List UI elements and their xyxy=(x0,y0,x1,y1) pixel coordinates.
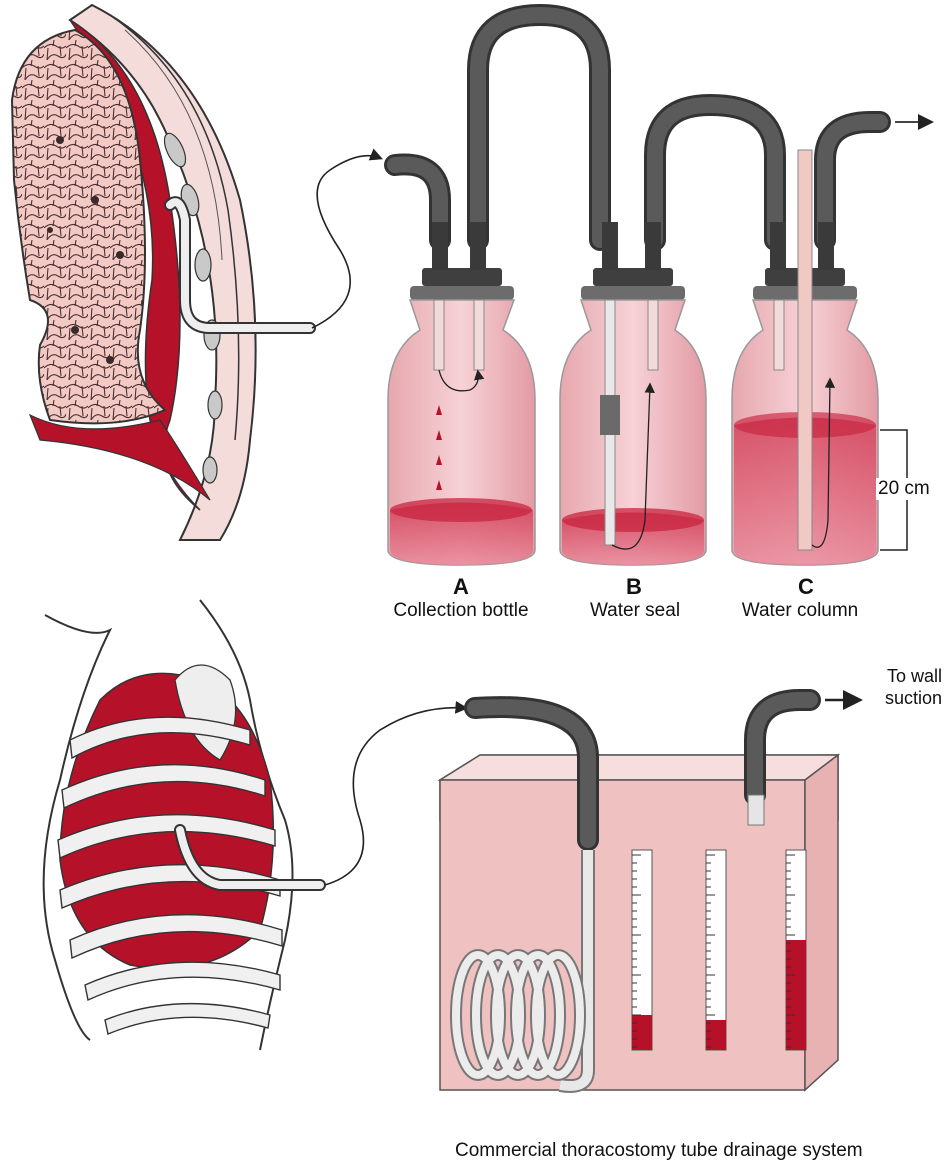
gauge-column-3 xyxy=(786,850,806,1050)
measurement-label: 20 cm xyxy=(876,478,932,500)
lung-section-illustration xyxy=(12,5,310,540)
bottle-c xyxy=(732,150,878,565)
bottle-b xyxy=(560,222,706,565)
to-wall-suction-label: To wall suction xyxy=(862,665,942,709)
bottle-b-caption: Water seal xyxy=(570,600,700,622)
bottom-caption: Commercial thoracostomy tube drainage sy… xyxy=(455,1140,863,1162)
bottle-a-letter: A xyxy=(441,574,481,600)
bottle-c-letter: C xyxy=(786,574,826,600)
suction-line2: suction xyxy=(862,687,942,709)
suction-line1: To wall xyxy=(862,665,942,687)
bottle-a xyxy=(388,222,535,565)
gauge-column-2 xyxy=(706,850,726,1050)
bottle-c-caption: Water column xyxy=(725,600,875,622)
bottle-a-caption: Collection bottle xyxy=(380,600,542,622)
three-bottle-system xyxy=(388,15,930,565)
gauge-column-1 xyxy=(632,850,652,1050)
flow-arrow-top xyxy=(312,156,380,328)
bottle-b-letter: B xyxy=(614,574,654,600)
chest-ribcage-illustration xyxy=(44,600,320,1050)
commercial-drainage-box xyxy=(440,700,838,1090)
